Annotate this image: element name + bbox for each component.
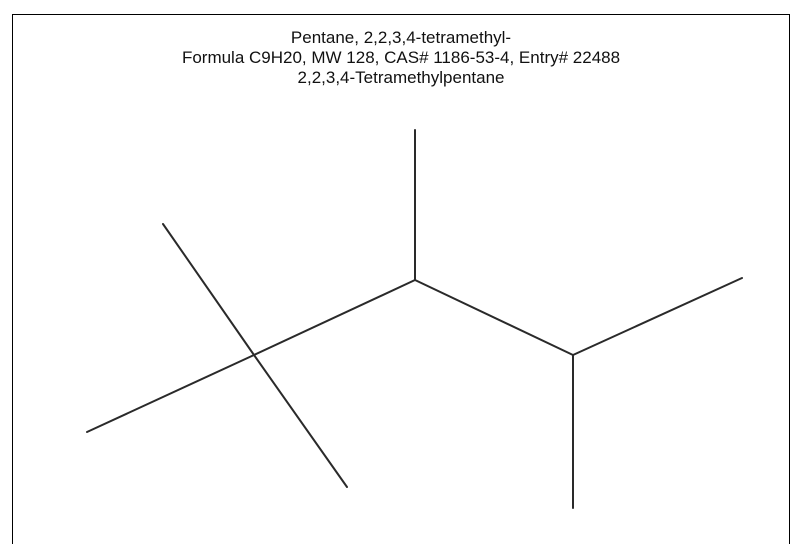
- bond-c2-methyl-lower: [253, 354, 348, 488]
- bond-c4-c5: [572, 277, 743, 356]
- diagram-frame: [12, 14, 790, 544]
- bond-c2-methyl-upper: [162, 223, 255, 356]
- bond-c2-c3: [253, 279, 416, 356]
- bond-c3-c4: [414, 279, 574, 356]
- bond-c1-c2: [86, 354, 255, 433]
